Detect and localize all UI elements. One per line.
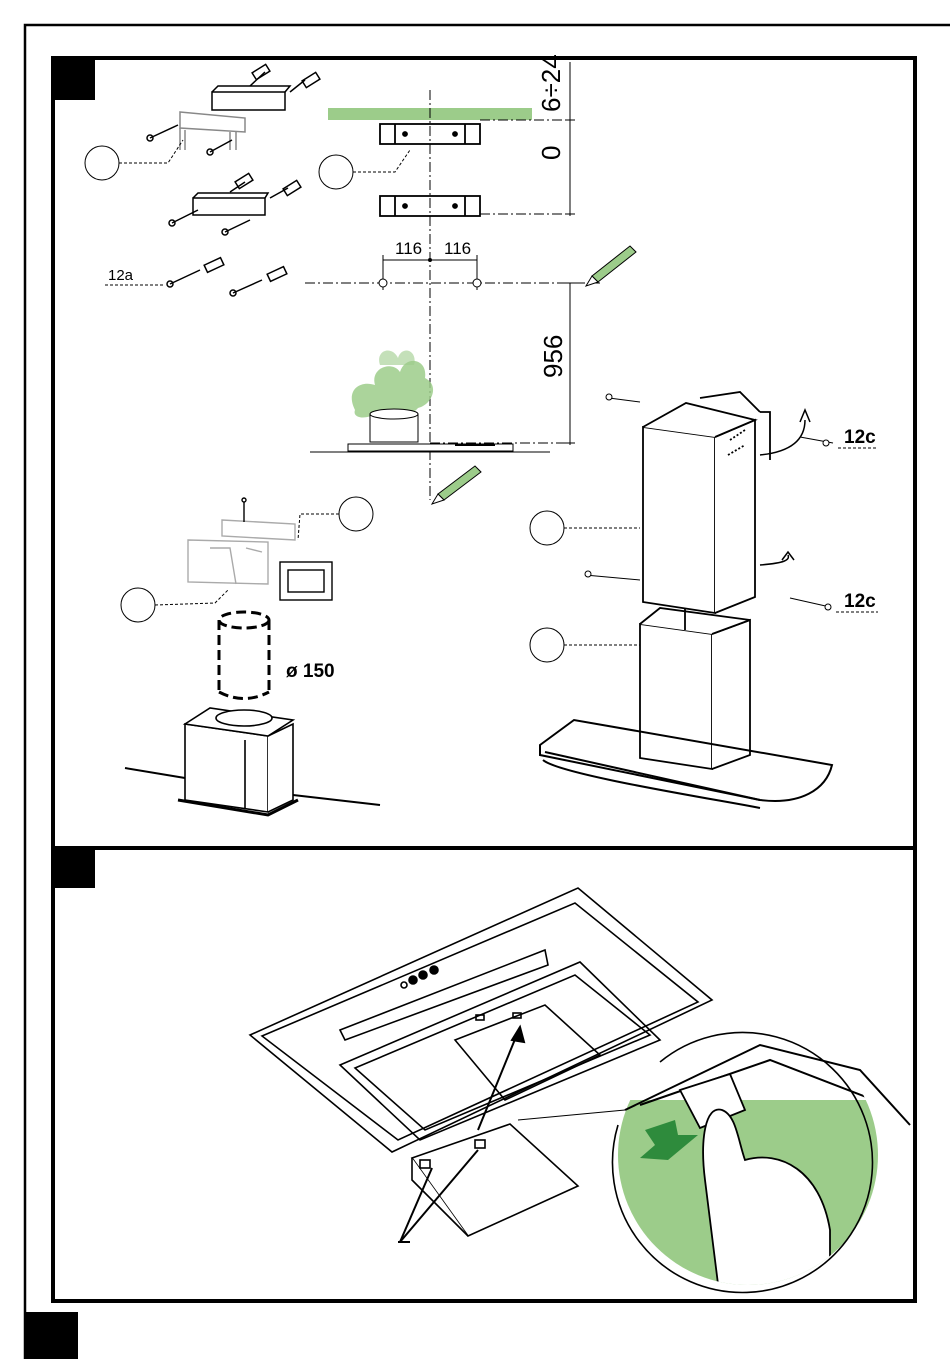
- drill-hole: [379, 279, 387, 287]
- panel-1-frame: [53, 58, 915, 848]
- detail-zoom: [600, 1032, 900, 1300]
- motor-box: [185, 708, 293, 812]
- page-number-marker: [25, 1312, 78, 1359]
- callout-circle: [530, 628, 564, 662]
- callout-leader: [119, 140, 183, 163]
- dim-956-label: 956: [538, 335, 568, 378]
- duct-diameter-label: ø 150: [286, 661, 335, 682]
- dim-116-left: 116: [395, 239, 422, 258]
- rotation-arrow-icon: [760, 410, 810, 565]
- label-12c-top: 12c: [844, 427, 876, 448]
- pencil-icon: [586, 246, 636, 286]
- filter-panel: [412, 1124, 578, 1236]
- callout-circle: [530, 511, 564, 545]
- flexible-duct: [219, 612, 269, 699]
- drill-hole: [473, 279, 481, 287]
- dim-gap-label: 6÷24: [536, 54, 566, 112]
- label-12c-bottom: 12c: [844, 591, 876, 612]
- chimney-upper: [643, 392, 770, 613]
- dim-116-right: 116: [444, 239, 471, 258]
- pencil-icon: [432, 466, 481, 504]
- screws-12a: [167, 258, 287, 296]
- callout-circle: [121, 588, 155, 622]
- motor-adapter-assembly: [188, 498, 332, 600]
- callout-leader: [353, 150, 410, 172]
- dim-zero-label: 0: [536, 146, 566, 160]
- panel-2-marker: [53, 848, 95, 888]
- callout-leader: [298, 514, 339, 540]
- callout-leader: [155, 590, 228, 605]
- label-12a: 12a: [108, 267, 134, 284]
- wall-bracket-assembly: [147, 64, 320, 235]
- callout-circle: [319, 155, 353, 189]
- chimney-lower: [640, 608, 750, 769]
- panel-1-marker: [53, 58, 95, 100]
- callout-circle: [85, 146, 119, 180]
- callout-circle: [339, 497, 373, 531]
